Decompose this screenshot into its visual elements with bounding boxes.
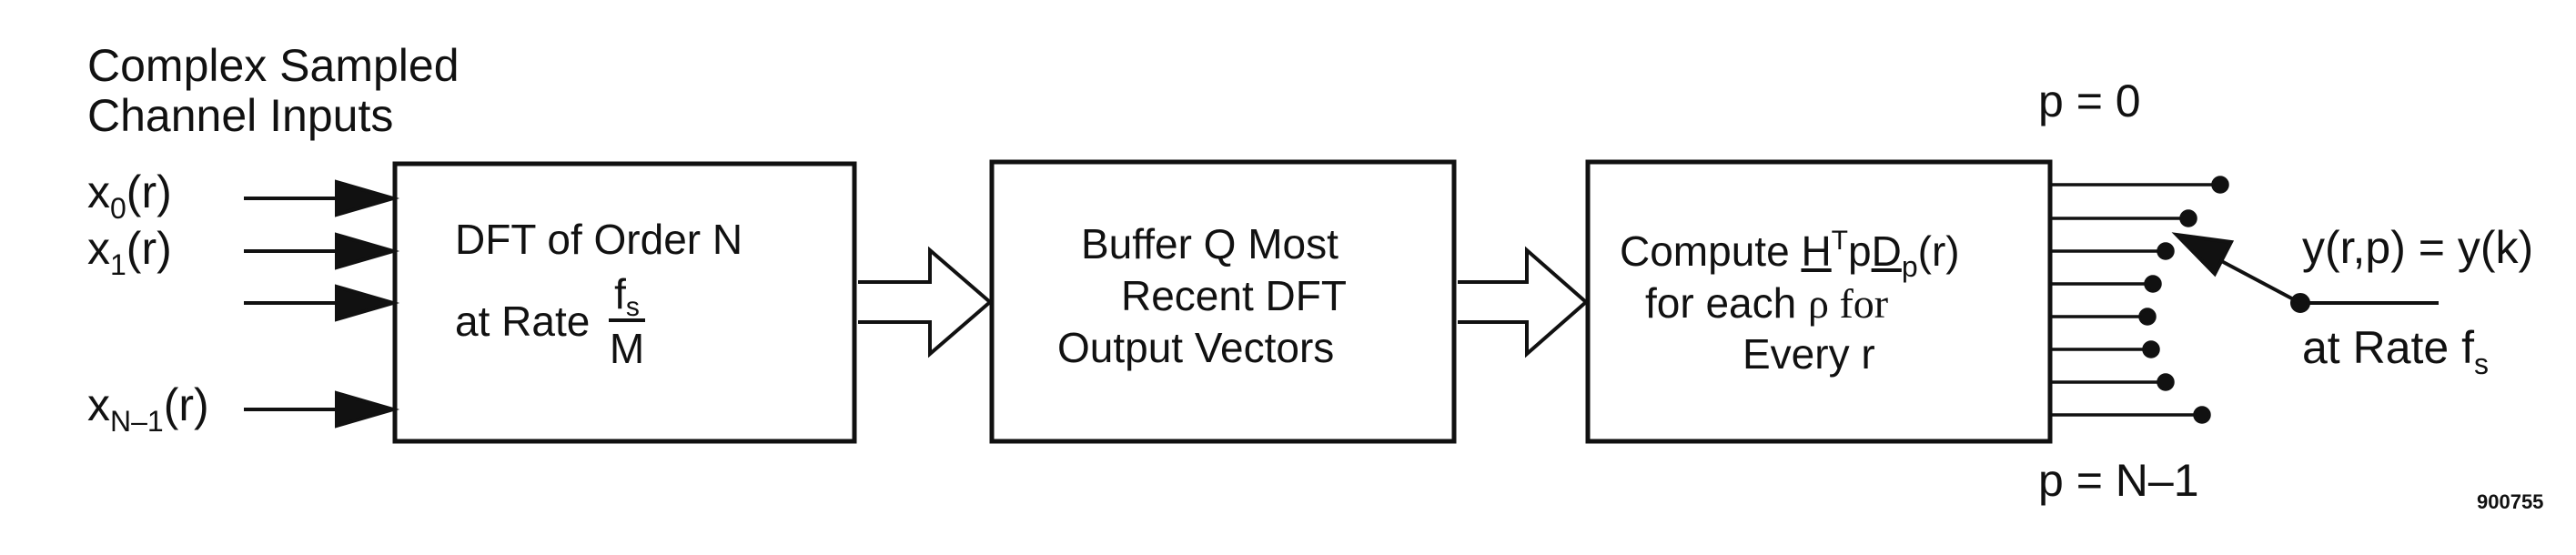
input-label-xN-1: xN–1(r) [87, 379, 209, 438]
buffer-line-1: Buffer Q Most [1081, 220, 1339, 267]
header-line-1: Complex Sampled [87, 40, 460, 91]
commutator-arm-line [2212, 255, 2301, 305]
output-rate-label: at Rate fs [2302, 322, 2489, 380]
input-label-x1: x1(r) [87, 223, 172, 281]
commutator-bottom-label: p = N–1 [2038, 455, 2199, 506]
input-arrows [244, 179, 400, 429]
buffer-line-2: Recent DFT [1121, 272, 1347, 319]
input-label-x0: x0(r) [87, 166, 172, 225]
figure-id: 900755 [2477, 490, 2544, 513]
input-arrowhead-3 [335, 390, 400, 429]
tap-dot-4 [2138, 308, 2157, 326]
tap-dot-7 [2193, 406, 2211, 424]
tap-dot-5 [2142, 340, 2160, 358]
hollow-arrow-2 [1458, 246, 1590, 358]
tap-dot-1 [2179, 209, 2197, 227]
input-arrowhead-1 [335, 232, 400, 270]
commutator-taps [2050, 176, 2229, 424]
dft-block-title: DFT of Order N [455, 216, 743, 263]
dft-block [392, 161, 857, 444]
dft-block-rate: at Rate fs M [455, 270, 645, 372]
input-arrowhead-0 [335, 179, 400, 217]
commutator-top-label: p = 0 [2038, 76, 2141, 126]
compute-line-3: Every r [1743, 330, 1875, 378]
tap-dot-6 [2157, 373, 2175, 391]
tap-dot-0 [2211, 176, 2229, 194]
header-line-2: Channel Inputs [87, 90, 394, 141]
buffer-line-3: Output Vectors [1057, 324, 1335, 371]
commutator-arrowhead [2171, 232, 2235, 278]
compute-line-1: Compute HTpDp(r) [1620, 226, 1960, 283]
output-label: y(r,p) = y(k) [2302, 222, 2534, 273]
tap-dot-2 [2157, 242, 2175, 260]
compute-line-2: for each ρ for [1645, 279, 1889, 327]
tap-dot-3 [2144, 275, 2162, 293]
rate-fraction: fs M [609, 270, 645, 372]
input-arrowhead-2 [335, 284, 400, 322]
hollow-arrow-1 [858, 246, 994, 358]
commutator-arm [2171, 232, 2439, 313]
